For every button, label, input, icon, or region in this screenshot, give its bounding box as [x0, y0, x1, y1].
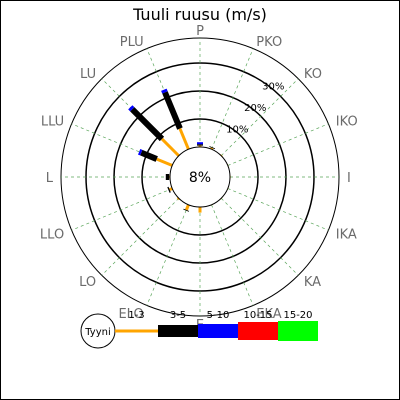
legend-swatch-10-15 [238, 322, 278, 340]
ring-label-2: 20% [244, 103, 266, 114]
direction-label-llo: LLO [40, 227, 64, 242]
ring-label-1: 10% [226, 125, 248, 136]
direction-label-plu: PLU [120, 35, 144, 50]
bar-plu-1-3 [178, 128, 190, 150]
legend-swatch-15-20 [278, 321, 318, 341]
direction-label-l: L [46, 171, 54, 186]
legend-label-10-15: 10-15 [243, 310, 272, 321]
direction-label-pko: PKO [256, 35, 282, 50]
direction-label-elo: ELO [118, 307, 143, 322]
direction-label-llu: LLU [41, 115, 64, 130]
direction-label-lo: LO [79, 275, 96, 290]
bars-group [128, 88, 231, 213]
bar-lu-3-5 [130, 107, 165, 142]
ring-1 [141, 118, 259, 236]
spoke-elo [146, 204, 189, 306]
spoke-llo [71, 188, 173, 231]
legend-label-3-5: 3-5 [170, 310, 186, 321]
ring-label-3: 30% [262, 82, 284, 93]
direction-label-eka: EKA [256, 307, 282, 322]
spoke-iko [227, 123, 329, 166]
legend-swatch-5-10 [198, 324, 238, 338]
direction-label-ko: KO [304, 67, 322, 82]
bar-p-5-10 [197, 142, 203, 145]
bar-lu-5-10 [128, 105, 135, 112]
legend-label-5-10: 5-10 [207, 310, 230, 321]
legend-label-15-20: 15-20 [283, 310, 312, 321]
legend: Tyyni 1-3 3-5 5-10 10-15 15-20 [80, 310, 318, 349]
bar-llu-3-5 [140, 149, 158, 162]
spoke-ka [220, 197, 299, 276]
bar-p-3-5 [197, 144, 203, 146]
spoke-pko [211, 48, 254, 150]
direction-label-ka: KA [304, 275, 321, 290]
bar-plu-5-10 [161, 88, 168, 94]
bar-elo-3-5 [183, 208, 190, 212]
direction-labels-group: PPKOKOIKOIIKAKAEKAEELOLOLLOLLLULUPLU [40, 24, 358, 333]
calm-label: Tyyni [84, 327, 111, 338]
bar-lu-1-3 [160, 137, 180, 157]
bar-elo-1-3 [185, 204, 190, 211]
bar-llu-5-10 [138, 149, 143, 156]
bar-llu-1-3 [156, 157, 173, 167]
legend-swatch-3-5 [158, 325, 198, 337]
direction-label-p: P [196, 24, 204, 39]
bar-llo-3-5 [167, 186, 171, 193]
bar-pko-3-5 [209, 146, 216, 150]
center-circle [169, 146, 231, 208]
center-label: 8% [189, 170, 211, 186]
direction-label-lu: LU [80, 67, 96, 82]
chart-title: Tuuli ruusu (m/s) [132, 5, 267, 24]
direction-label-i: I [347, 171, 351, 186]
bar-plu-3-5 [162, 91, 183, 130]
spoke-ika [227, 188, 329, 231]
bar-l-3-5 [165, 174, 170, 180]
spoke-eka [211, 204, 254, 306]
legend-label-1-3: 1-3 [128, 310, 144, 321]
spoke-ko [220, 78, 299, 157]
legend-swatch-1-3 [115, 329, 158, 333]
ring-labels-group: 10% 20% 30% [226, 82, 284, 136]
direction-label-iko: IKO [336, 115, 358, 130]
direction-label-ika: IKA [336, 227, 357, 242]
spoke-lo [101, 197, 180, 276]
bar-lo-1-3 [176, 197, 180, 201]
bar-e-1-3 [198, 207, 202, 213]
